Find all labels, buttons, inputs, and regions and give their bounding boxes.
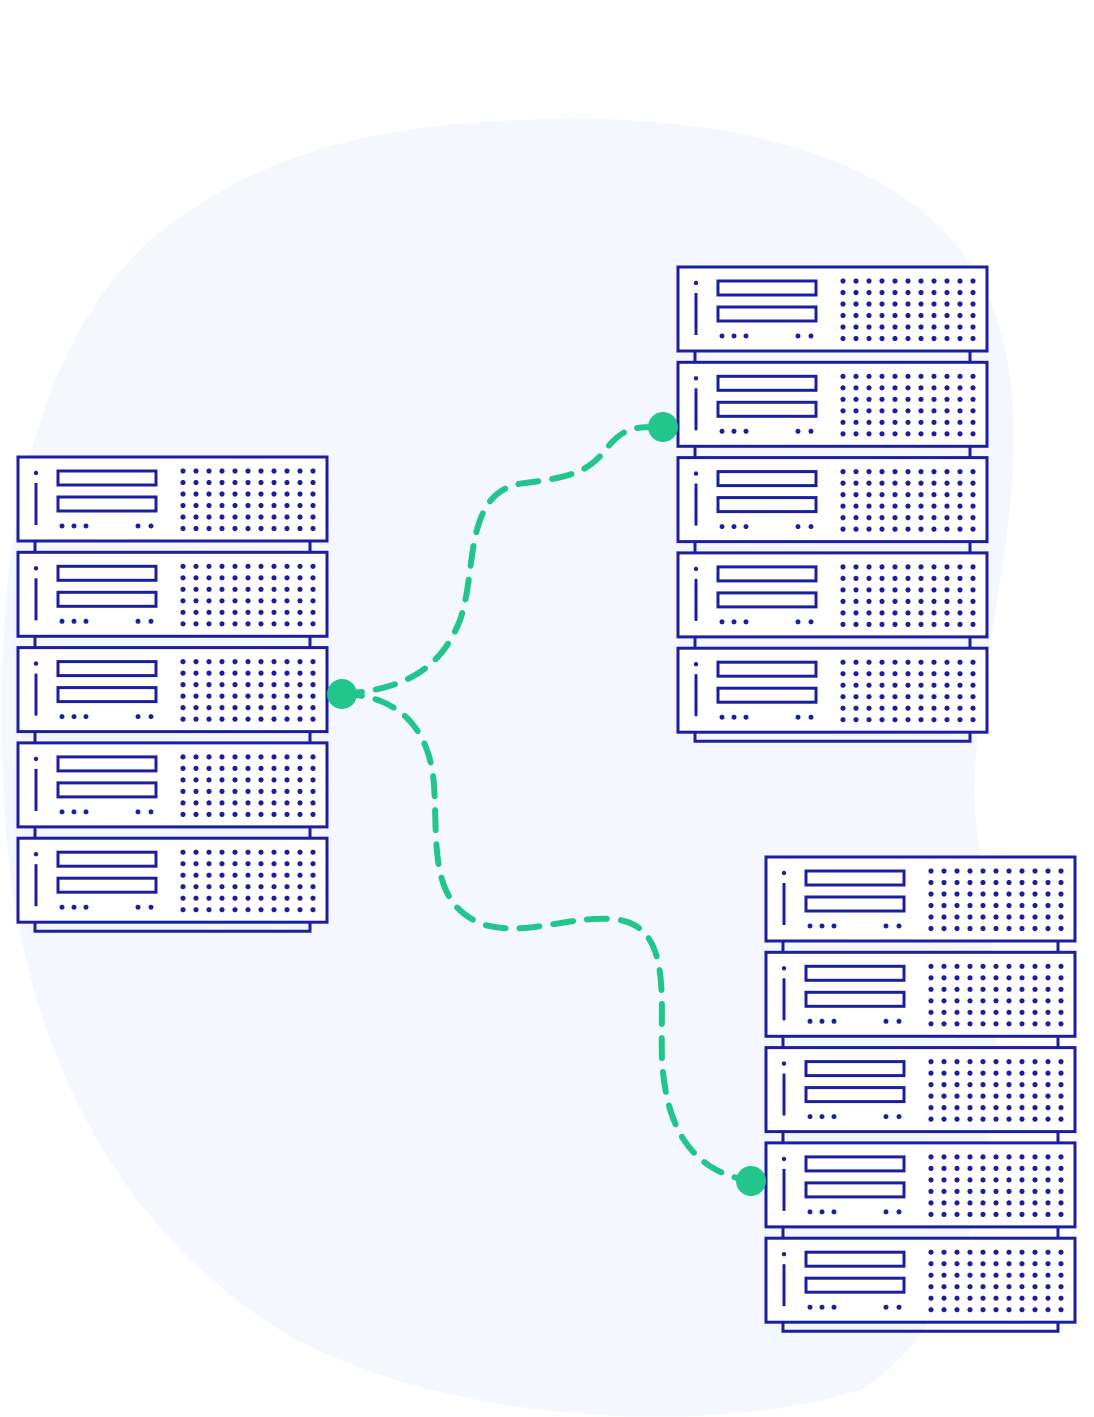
- connection-node: [327, 679, 357, 709]
- drive-bay: [56, 564, 158, 582]
- drive-bay: [56, 755, 158, 773]
- drive-bay: [804, 895, 906, 913]
- server-unit: [764, 1236, 1077, 1324]
- drive-bay: [804, 1276, 906, 1294]
- drive-bay: [56, 876, 158, 894]
- drive-bay: [804, 964, 906, 982]
- server-unit: [764, 950, 1077, 1038]
- drive-bay: [56, 850, 158, 868]
- connection-nodes: [327, 412, 766, 1196]
- drive-bay: [804, 1060, 906, 1078]
- server-unit: [764, 855, 1077, 943]
- drive-bay: [716, 660, 818, 678]
- drive-bay: [716, 496, 818, 514]
- drive-bay: [804, 1086, 906, 1104]
- server-unit: [764, 1046, 1077, 1134]
- rack-bottom-right: [764, 855, 1077, 1333]
- drive-bay: [804, 1250, 906, 1268]
- drive-bay: [804, 990, 906, 1008]
- server-unit: [676, 551, 989, 639]
- drive-bay: [716, 305, 818, 323]
- rack-base: [33, 922, 312, 933]
- server-unit: [676, 265, 989, 353]
- connector-rack-bottom-right: [339, 691, 754, 1184]
- drive-bay: [804, 869, 906, 887]
- drive-bay: [716, 591, 818, 609]
- server-unit: [16, 550, 329, 638]
- server-unit: [16, 455, 329, 543]
- rack-top-right: [676, 265, 989, 743]
- drive-bay: [56, 495, 158, 513]
- drive-bay: [716, 374, 818, 392]
- server-unit: [16, 741, 329, 829]
- drive-bay: [804, 1155, 906, 1173]
- server-unit: [676, 360, 989, 448]
- connection-node: [736, 1166, 766, 1196]
- drive-bay: [56, 660, 158, 678]
- rack-left: [16, 455, 329, 933]
- server-racks: [16, 265, 1077, 1333]
- server-unit: [16, 836, 329, 924]
- connector-rack-top-right: [339, 423, 666, 697]
- drive-bay: [56, 590, 158, 608]
- drive-bay: [56, 686, 158, 704]
- connectors: [339, 423, 754, 1184]
- drive-bay: [56, 781, 158, 799]
- server-unit: [676, 456, 989, 544]
- drive-bay: [716, 565, 818, 583]
- drive-bay: [716, 279, 818, 297]
- drive-bay: [716, 400, 818, 418]
- rack-base: [781, 1322, 1060, 1333]
- drive-bay: [804, 1181, 906, 1199]
- server-unit: [764, 1141, 1077, 1229]
- drive-bay: [716, 470, 818, 488]
- server-unit: [676, 646, 989, 734]
- drive-bay: [716, 686, 818, 704]
- connection-node: [648, 412, 678, 442]
- rack-base: [693, 732, 972, 743]
- drive-bay: [56, 469, 158, 487]
- server-unit: [16, 646, 329, 734]
